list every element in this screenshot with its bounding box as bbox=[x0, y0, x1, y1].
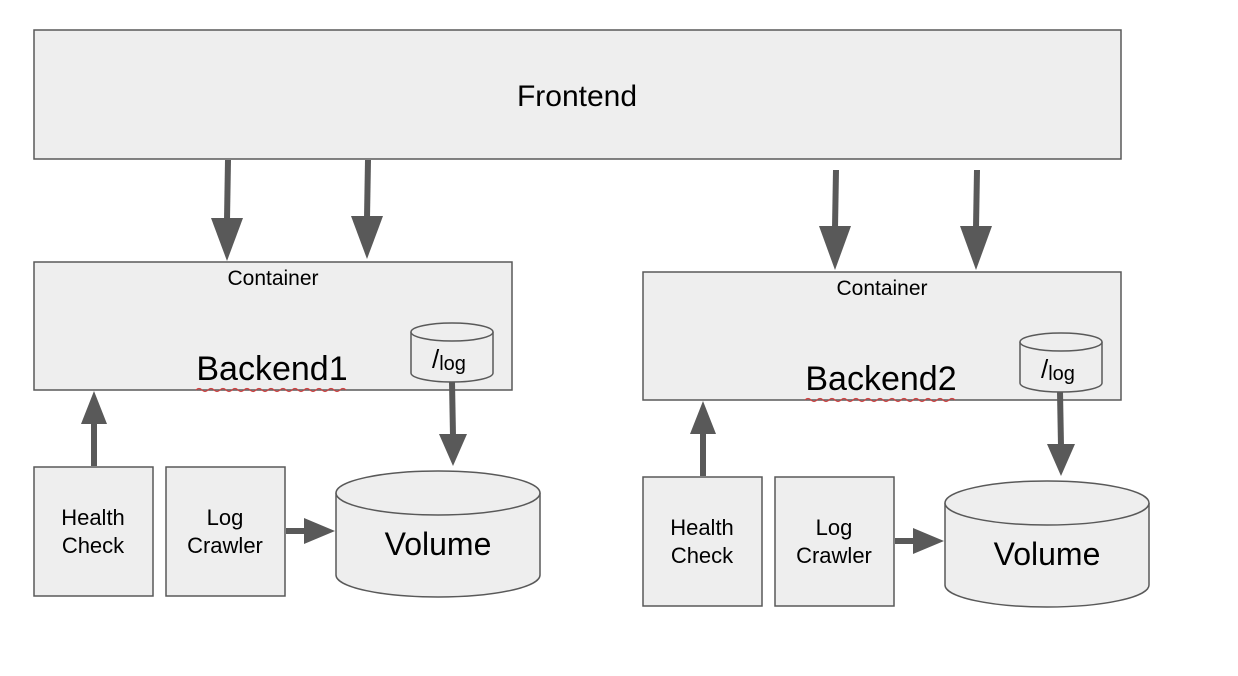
backend1-group: Container Backend1 /log Health Check Log… bbox=[33, 261, 541, 598]
frontend-to-backend1-arrow-2 bbox=[351, 159, 383, 259]
frontend-to-backend2-arrow-1 bbox=[819, 169, 851, 270]
backend1-crawler-to-volume-arrow bbox=[286, 518, 335, 544]
backend1-health-check-line2: Check bbox=[62, 533, 125, 558]
backend1-label: Backend1 bbox=[196, 350, 347, 388]
backend1-health-to-container-arrow bbox=[81, 391, 107, 466]
backend1-container-label: Container bbox=[227, 267, 318, 290]
backend2-volume-label: Volume bbox=[994, 536, 1101, 572]
backend2-log-crawler-box bbox=[774, 476, 895, 607]
backend1-health-check-line1: Health bbox=[61, 505, 125, 530]
svg-text:/log: /log bbox=[1041, 354, 1075, 385]
backend1-log-mount: /log bbox=[410, 322, 494, 383]
backend2-container-label: Container bbox=[836, 277, 927, 300]
backend1-volume-label: Volume bbox=[385, 526, 492, 562]
backend2-log-crawler-line2: Crawler bbox=[796, 543, 872, 568]
svg-text:/log: /log bbox=[432, 344, 466, 375]
backend1-log-crawler-box bbox=[165, 466, 286, 597]
backend2-health-check-line1: Health bbox=[670, 515, 734, 540]
backend1-mount-to-volume-arrow bbox=[439, 381, 467, 466]
backend2-health-check-line2: Check bbox=[671, 543, 734, 568]
backend1-mount-slash: / bbox=[432, 344, 440, 374]
frontend-label: Frontend bbox=[517, 80, 637, 113]
backend1-volume: Volume bbox=[335, 470, 541, 598]
backend2-spellcheck-underline bbox=[804, 397, 956, 403]
frontend-to-backend2-arrow-2 bbox=[960, 169, 992, 270]
backend2-health-check-box bbox=[642, 476, 763, 607]
backend2-crawler-to-volume-arrow bbox=[895, 528, 944, 554]
backend1-log-crawler-line2: Crawler bbox=[187, 533, 263, 558]
backend2-mount-slash: / bbox=[1041, 354, 1049, 384]
backend2-group: Container Backend2 /log Health Check Log… bbox=[642, 271, 1150, 608]
backend2-label: Backend2 bbox=[805, 360, 956, 398]
backend2-log-crawler-line1: Log bbox=[816, 515, 853, 540]
backend2-health-to-container-arrow bbox=[690, 401, 716, 476]
backend1-spellcheck-underline bbox=[195, 387, 347, 393]
backend2-log-mount: /log bbox=[1019, 332, 1103, 393]
frontend-to-backend1-arrow-1 bbox=[211, 159, 243, 261]
frontend-box bbox=[33, 29, 1122, 160]
backend2-mount-name: log bbox=[1048, 363, 1075, 385]
backend1-health-check-box bbox=[33, 466, 154, 597]
backend2-mount-to-volume-arrow bbox=[1047, 391, 1075, 476]
backend1-mount-name: log bbox=[439, 353, 466, 375]
backend2-volume: Volume bbox=[944, 480, 1150, 608]
backend1-log-crawler-line1: Log bbox=[207, 505, 244, 530]
